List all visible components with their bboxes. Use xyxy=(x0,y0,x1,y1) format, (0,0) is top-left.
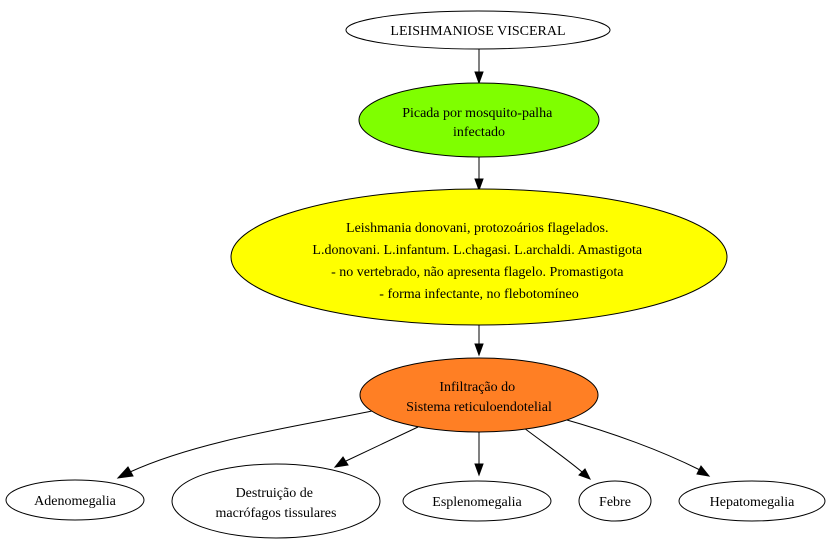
node-destruicao-shape xyxy=(171,463,381,539)
node-febre-line: Febre xyxy=(599,495,631,510)
node-bite-label: Picada por mosquito-palha infectado xyxy=(402,106,556,140)
edge-parasite-to-infiltration xyxy=(474,324,484,357)
node-parasite-line: Leishmania donovani, protozoários flagel… xyxy=(346,221,608,236)
node-parasite: Leishmania donovani, protozoários flagel… xyxy=(230,188,728,326)
node-febre-label: Febre xyxy=(599,495,631,510)
node-adenomegalia-label: Adenomegalia xyxy=(34,494,116,509)
node-infiltration-label: Infiltração do Sistema reticuloendotelia… xyxy=(406,380,552,415)
node-parasite-label: Leishmania donovani, protozoários flagel… xyxy=(312,221,645,302)
nodes: LEISHMANIOSE VISCERAL Picada por mosquit… xyxy=(5,10,826,539)
node-infiltration-shape xyxy=(359,357,599,433)
node-parasite-shape xyxy=(230,188,728,326)
node-destruicao: Destruição de macrófagos tissulares xyxy=(171,463,381,539)
node-parasite-line: - forma infectante, no flebotomíneo xyxy=(379,287,578,302)
edge-bite-to-parasite xyxy=(474,153,484,192)
node-hepatomegalia-shape xyxy=(678,480,826,522)
node-esplenomegalia-label: Esplenomegalia xyxy=(432,495,522,510)
edges xyxy=(116,45,711,480)
edge-infiltration-to-destruicao xyxy=(333,426,419,468)
node-esplenomegalia: Esplenomegalia xyxy=(402,480,552,522)
node-infiltration-line: Sistema reticuloendotelial xyxy=(406,400,552,415)
node-parasite-line: - no vertebrado, não apresenta flagelo. … xyxy=(331,265,624,280)
node-febre: Febre xyxy=(578,480,652,522)
node-bite-line: infectado xyxy=(453,125,505,140)
node-infiltration: Infiltração do Sistema reticuloendotelia… xyxy=(359,357,599,433)
edge-infiltration-to-esplenomegalia xyxy=(474,432,484,477)
node-adenomegalia: Adenomegalia xyxy=(5,479,145,521)
node-bite-line: Picada por mosquito-palha xyxy=(402,106,553,121)
node-parasite-line: L.donovani. L.infantum. L.chagasi. L.arc… xyxy=(312,243,642,258)
node-adenomegalia-line: Adenomegalia xyxy=(34,494,116,509)
node-destruicao-line: Destruição de xyxy=(236,486,313,501)
node-esplenomegalia-shape xyxy=(402,480,552,522)
edge-infiltration-to-adenomegalia xyxy=(116,410,373,479)
node-febre-shape xyxy=(578,480,652,522)
node-bite-shape xyxy=(358,82,600,158)
node-adenomegalia-shape xyxy=(5,479,145,521)
node-hepatomegalia-line: Hepatomegalia xyxy=(710,495,796,510)
edge-infiltration-to-hepatomegalia xyxy=(559,417,711,477)
node-title-shape xyxy=(345,10,611,50)
node-esplenomegalia-line: Esplenomegalia xyxy=(432,495,522,510)
node-bite: Picada por mosquito-palha infectado xyxy=(358,82,600,158)
node-infiltration-line: Infiltração do xyxy=(439,380,515,395)
node-title-label: LEISHMANIOSE VISCERAL xyxy=(390,24,565,39)
node-title: LEISHMANIOSE VISCERAL xyxy=(345,10,611,50)
node-destruicao-line: macrófagos tissulares xyxy=(216,506,337,521)
node-hepatomegalia-label: Hepatomegalia xyxy=(710,495,796,510)
edge-title-to-bite xyxy=(474,45,484,85)
node-hepatomegalia: Hepatomegalia xyxy=(678,480,826,522)
node-destruicao-label: Destruição de macrófagos tissulares xyxy=(216,486,337,521)
edge-infiltration-to-febre xyxy=(523,427,592,480)
node-title-line: LEISHMANIOSE VISCERAL xyxy=(390,24,565,39)
